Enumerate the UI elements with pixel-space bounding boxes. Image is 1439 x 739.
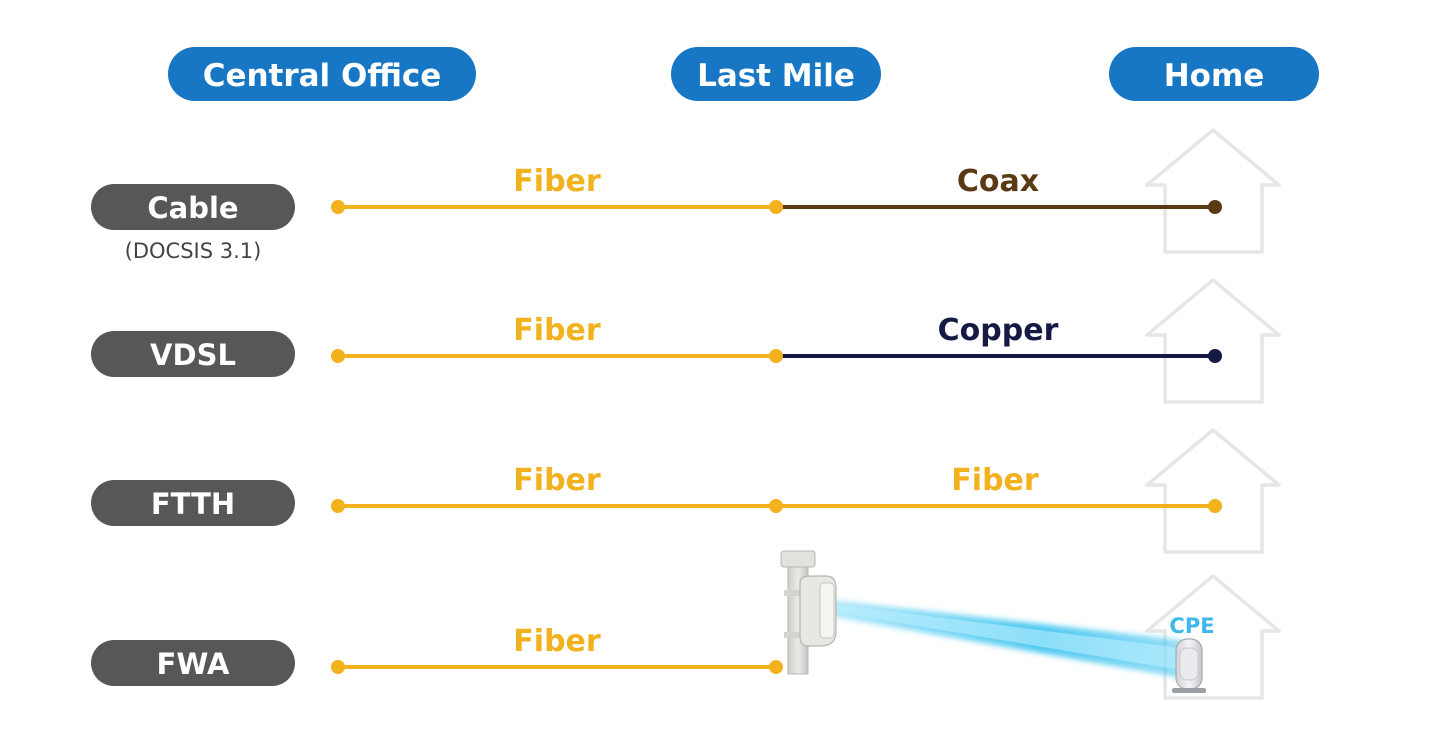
header-pill-central-office — [168, 47, 476, 101]
header-label-home: Home — [1164, 58, 1265, 94]
node-dot — [769, 349, 783, 363]
row-label-ftth: FTTH — [151, 487, 235, 521]
header-home: Home — [1109, 47, 1319, 101]
header-label-central-office: Central Office — [203, 58, 442, 94]
row-pill-fwa — [91, 640, 295, 686]
segment-label-fiber: Fiber — [951, 463, 1039, 498]
segment-label-fiber: Fiber — [513, 624, 601, 659]
node-dot — [331, 499, 345, 513]
house-icon-cable — [1145, 128, 1281, 254]
segment-label-fiber: Fiber — [513, 164, 601, 199]
row-fwa: FWA Fiber CPE — [91, 550, 1215, 693]
node-dot — [331, 660, 345, 674]
node-dot — [769, 660, 783, 674]
header-label-last-mile: Last Mile — [697, 58, 855, 94]
row-pill-cable — [91, 184, 295, 230]
row-label-fwa: FWA — [157, 647, 230, 681]
row-pill-vdsl — [91, 331, 295, 377]
row-sublabel-cable: (DOCSIS 3.1) — [125, 239, 262, 263]
header-central-office: Central Office — [168, 47, 476, 101]
row-ftth: FTTH Fiber Fiber — [91, 463, 1222, 526]
header-pill-last-mile — [671, 47, 881, 101]
segment-label-coax: Coax — [957, 164, 1039, 199]
node-dot — [331, 200, 345, 214]
node-dot — [1208, 349, 1222, 363]
house-icon-vdsl — [1145, 278, 1281, 404]
node-dot — [769, 200, 783, 214]
row-vdsl: VDSL Fiber Copper — [91, 313, 1222, 377]
radio-unit-icon — [780, 550, 837, 675]
segment-label-fiber: Fiber — [513, 463, 601, 498]
row-pill-ftth — [91, 480, 295, 526]
segment-label-fiber: Fiber — [513, 313, 601, 348]
house-icon-ftth — [1145, 428, 1281, 554]
cpe-label: CPE — [1169, 614, 1214, 638]
cpe-device-icon — [1172, 638, 1206, 693]
row-label-vdsl: VDSL — [150, 338, 236, 372]
row-cable: Cable (DOCSIS 3.1) Fiber Coax — [91, 164, 1222, 263]
wireless-beam-core — [834, 604, 1180, 670]
node-dot — [769, 499, 783, 513]
node-dot — [1208, 200, 1222, 214]
header-pill-home — [1109, 47, 1319, 101]
segment-label-copper: Copper — [938, 313, 1059, 348]
header-last-mile: Last Mile — [671, 47, 881, 101]
node-dot — [1208, 499, 1222, 513]
node-dot — [331, 349, 345, 363]
row-label-cable: Cable — [147, 191, 238, 225]
